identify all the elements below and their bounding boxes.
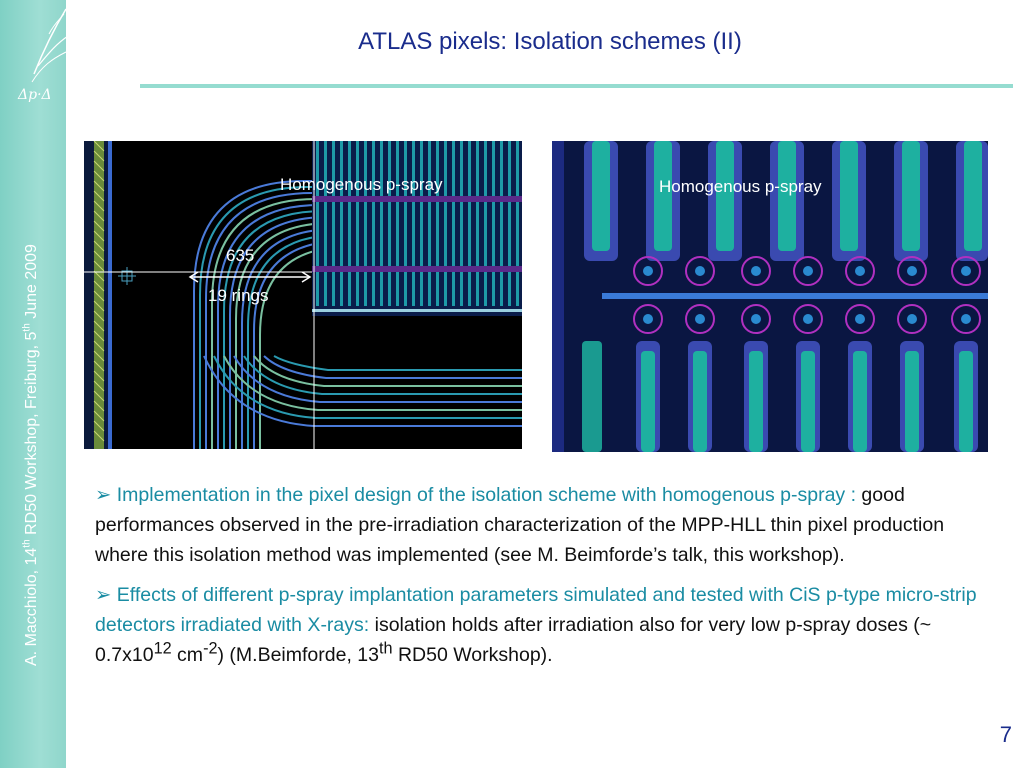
bullet-highlight: Effects of different p-spray implantatio… (95, 584, 977, 636)
page-number: 7 (999, 722, 1012, 747)
bullet-text: ) (M.Beimforde, 13 (217, 644, 379, 666)
superscript: th (378, 639, 393, 658)
bullet-highlight: Implementation in the pixel design of th… (111, 484, 857, 506)
guard-ring-layout-image: Homogenous p-spray 635 19 rings (84, 141, 522, 449)
sidebar: Δp·Δ A. Macchiolo, 14th RD50 Workshop, F… (0, 0, 69, 768)
bullet-item: ➢ Effects of different p-spray implantat… (95, 580, 1000, 670)
logo-icon: Δp·Δ (17, 8, 69, 103)
ring-count-label: 19 rings (208, 286, 269, 305)
bullet-text: RD50 Workshop). (392, 644, 553, 666)
ring-dimension-label: 635 (226, 246, 255, 265)
sidebar-footer-text: A. Macchiolo, 14th RD50 Workshop, Freibu… (21, 244, 40, 666)
right-figure-label: Homogenous p-spray (659, 177, 822, 196)
superscript: -2 (203, 639, 218, 658)
bullet-text: cm (171, 644, 204, 666)
body-text: ➢ Implementation in the pixel design of … (95, 480, 1000, 680)
bullet-arrow-icon: ➢ (95, 584, 112, 606)
pixel-layout-image: Homogenous p-spray (552, 141, 988, 452)
bullet-text: isolation holds after irradiation also f… (95, 614, 932, 666)
left-figure-label: Homogenous p-spray (280, 175, 443, 194)
svg-text:Δp·Δ: Δp·Δ (17, 87, 52, 103)
bullet-arrow-icon: ➢ (95, 484, 112, 506)
bullet-item: ➢ Implementation in the pixel design of … (95, 480, 1000, 570)
slide-title: ATLAS pixels: Isolation schemes (II) (358, 28, 742, 55)
superscript: 12 (153, 639, 172, 658)
bullet-text: good performances observed in the pre-ir… (95, 484, 945, 566)
title-divider (140, 84, 1013, 88)
